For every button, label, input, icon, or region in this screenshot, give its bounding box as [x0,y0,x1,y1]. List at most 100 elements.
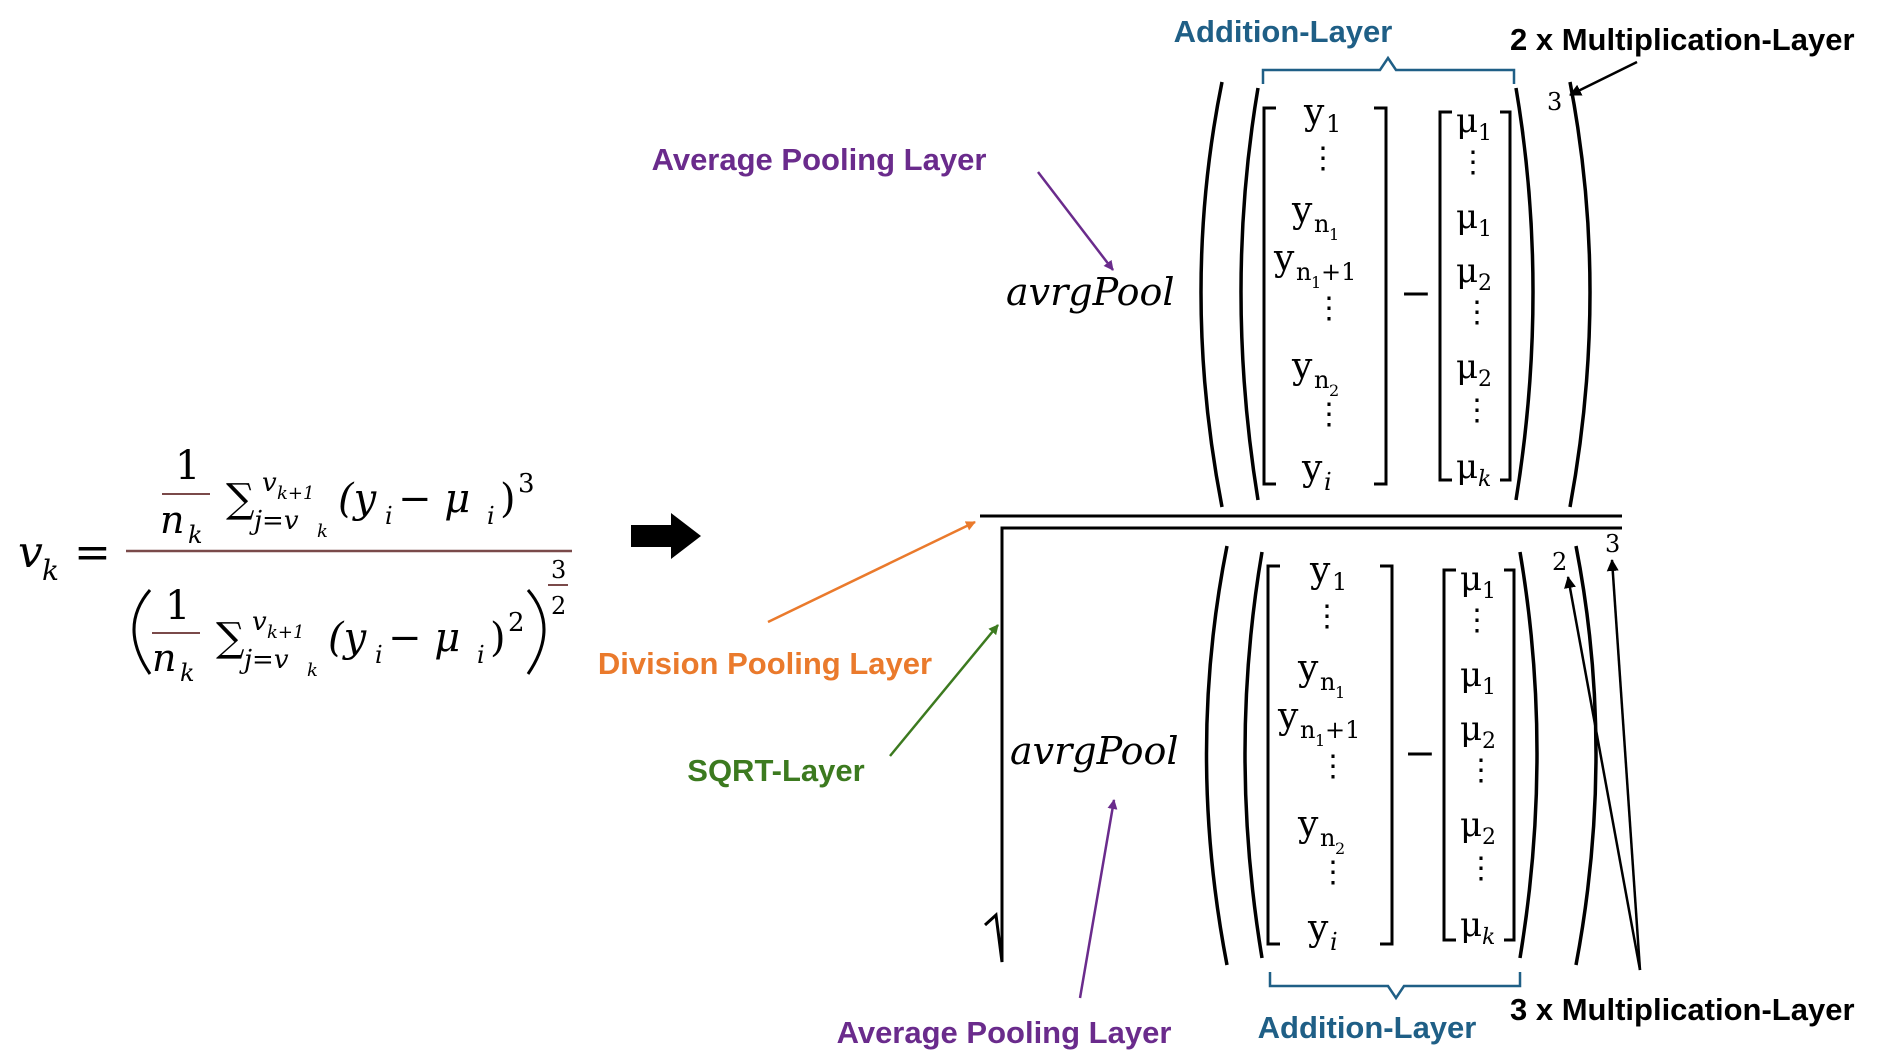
numerator-term-open: (y [338,476,378,522]
y-vdots: ⋮ [1312,599,1342,634]
y-entry-plus: +1 [1325,716,1360,744]
multiplication-arrow-outer [1606,559,1642,971]
mu-entry: μ [1456,347,1478,387]
multiplication-top-arrow [1569,60,1638,97]
bottom-inner-power: 2 [1552,548,1567,576]
y-entry-sub: n [1300,716,1315,744]
denominator-sum-lower-sub: k [307,660,318,681]
y-entry: y [1273,238,1295,279]
numerator: 1 n k ∑ v k+1 j=v k (y i − μ i ) 3 [160,443,535,549]
y-entry-subsub: 2 [1329,381,1339,400]
mu-vdots: ⋮ [1466,753,1496,788]
y-entry-sub: n [1320,824,1335,852]
y-entry-subsub: 1 [1335,683,1345,702]
numerator-expression: avrgPool y 1 ⋮ y n 1 y n 1 +1 ⋮ y n 2 ⋮ … [1006,81,1592,508]
y-entry: y [1309,550,1331,591]
mu-vector-bracket-left-top [1438,110,1452,482]
y-entry: y [1307,908,1329,949]
implies-arrow-icon [631,513,701,559]
mu-entry: μ [1460,805,1482,845]
denominator-minus-mu: − μ [388,615,460,661]
mu-vdots: ⋮ [1462,603,1492,638]
mu-vector-bracket-left-bottom [1442,568,1456,942]
mu-entry-sub: 1 [1478,121,1492,146]
mu-entry-sub: 2 [1478,367,1492,392]
mu-vector-bottom: μ 1 ⋮ μ 1 μ 2 ⋮ μ 2 ⋮ μ k [1460,559,1496,950]
denominator-sigma: ∑ [216,615,245,661]
numerator-sum-upper-sub: k+1 [277,483,314,504]
avrgpool-top: avrgPool [1006,270,1175,314]
y-entry-sub: n [1320,668,1335,696]
denominator-sum-upper-sub: k+1 [267,622,304,643]
avrgpool-bottom: avrgPool [1010,729,1179,773]
y-vdots: ⋮ [1314,291,1344,326]
mu-vector-bracket-right-bottom [1504,568,1516,942]
numerator-sum-lower: j=v [249,506,299,536]
mu-vdots: ⋮ [1466,851,1496,886]
mu-entry-sub: k [1482,925,1495,950]
numerator-n: n [160,498,184,542]
y-vector-bracket-right-top [1374,106,1388,486]
y-entry-sub: 1 [1332,568,1347,596]
denominator-term-open: (y [328,615,368,661]
mu-vdots: ⋮ [1462,295,1492,330]
numerator-cube: 3 [518,469,535,499]
denominator-term-close: ) [490,615,506,661]
y-entry: y [1291,346,1313,387]
avg-pool-top-arrow [1037,171,1114,271]
mu-entry: μ [1456,251,1478,291]
y-vdots: ⋮ [1308,141,1338,176]
numerator-sigma: ∑ [226,476,255,522]
multiplication-layer-label-bottom: 3 x Multiplication-Layer [1510,992,1855,1027]
numerator-term-i: i [385,502,393,530]
addition-layer-label-bottom: Addition-Layer [1258,1010,1477,1045]
addition-brace-bottom [1268,972,1522,1001]
numerator-minus-mu: − μ [398,476,470,522]
y-vdots: ⋮ [1318,749,1348,784]
y-entry: y [1277,696,1299,737]
denominator-right-paren [526,589,546,675]
denominator-sum-lower: j=v [239,645,289,675]
division-pooling-label: Division Pooling Layer [598,646,932,681]
y-entry-sub: i [1324,468,1332,496]
lhs-variable: v [18,527,43,578]
addition-layer-label-top: Addition-Layer [1174,14,1393,49]
y-entry-sub: n [1296,258,1311,286]
mu-entry: μ [1456,101,1478,141]
denominator-sum-upper: v [252,607,267,637]
y-entry-subsub: 1 [1315,731,1325,750]
equals-sign: = [74,527,111,578]
exponent-denominator: 2 [551,592,566,620]
outer-paren-left-top [1199,81,1224,508]
denominator-square: 2 [508,608,525,638]
y-entry-sub: n [1314,210,1329,238]
denominator-mu-i: i [477,641,485,669]
inner-paren-right-bottom [1518,551,1539,959]
y-entry: y [1301,448,1323,489]
y-entry-sub: 1 [1326,110,1341,138]
mu-entry-sub: 2 [1478,271,1492,296]
average-pooling-label-bottom: Average Pooling Layer [837,1015,1172,1050]
mu-entry: μ [1456,447,1478,487]
y-entry-sub: i [1330,928,1338,956]
y-vector-bracket-left-bottom [1266,564,1280,946]
mu-entry-sub: k [1478,467,1491,492]
sqrt-arrow [889,624,999,757]
y-entry: y [1291,190,1313,231]
y-vector-top: y 1 ⋮ y n 1 y n 1 +1 ⋮ y n 2 ⋮ y i [1273,92,1356,496]
multiplication-arrow-inner [1564,576,1642,971]
average-pooling-label-top: Average Pooling Layer [652,142,987,177]
vector-minus-bottom: − [1404,731,1436,775]
numerator-sum-lower-sub: k [317,521,328,542]
mu-entry: μ [1460,559,1482,599]
y-entry-plus: +1 [1321,258,1356,286]
y-entry: y [1297,648,1319,689]
numerator-n-subscript: k [188,521,203,549]
y-vector-bracket-left-top [1262,106,1276,486]
y-entry-subsub: 1 [1329,225,1339,244]
denominator-one: 1 [165,583,190,629]
y-entry: y [1297,804,1319,845]
sqrt-sign [983,526,1622,963]
outer-paren-left-bottom [1204,545,1229,966]
